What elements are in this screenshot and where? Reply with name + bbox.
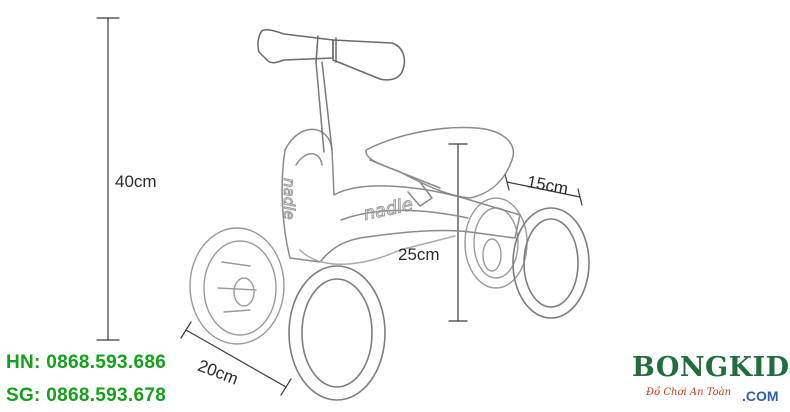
logo-tagline: Đồ Chơi An Toàn — [646, 387, 732, 398]
saigon-hotline: SG: 0868.593.678 — [6, 385, 167, 406]
balance-bike-drawing — [189, 29, 590, 401]
seat-height-dimension-line — [448, 143, 468, 322]
stem-brand-text: nadle — [280, 178, 298, 220]
width-dimension-line — [504, 173, 583, 206]
rear-right-wheel — [512, 207, 590, 319]
bongkids-logo: BONGKIDS Đồ Chơi An Toàn .COM — [632, 352, 790, 410]
handlebar-stem — [315, 61, 333, 153]
frame-brand-text: nadle — [362, 194, 415, 225]
seat-height-label: 25cm — [398, 245, 440, 264]
logo-name: BONGKIDS — [632, 352, 790, 383]
height-label: 40cm — [115, 172, 157, 191]
logo-domain: .COM — [742, 388, 779, 404]
handlebar — [257, 29, 406, 81]
rear-left-wheel — [464, 197, 528, 289]
front-left-wheel — [189, 227, 285, 345]
front-wheels-dimension-line — [180, 321, 292, 396]
hanoi-hotline: HN: 0868.593.686 — [6, 352, 167, 373]
height-dimension-line — [96, 17, 120, 341]
bike-seat — [365, 126, 515, 207]
front-right-wheel — [288, 265, 386, 401]
